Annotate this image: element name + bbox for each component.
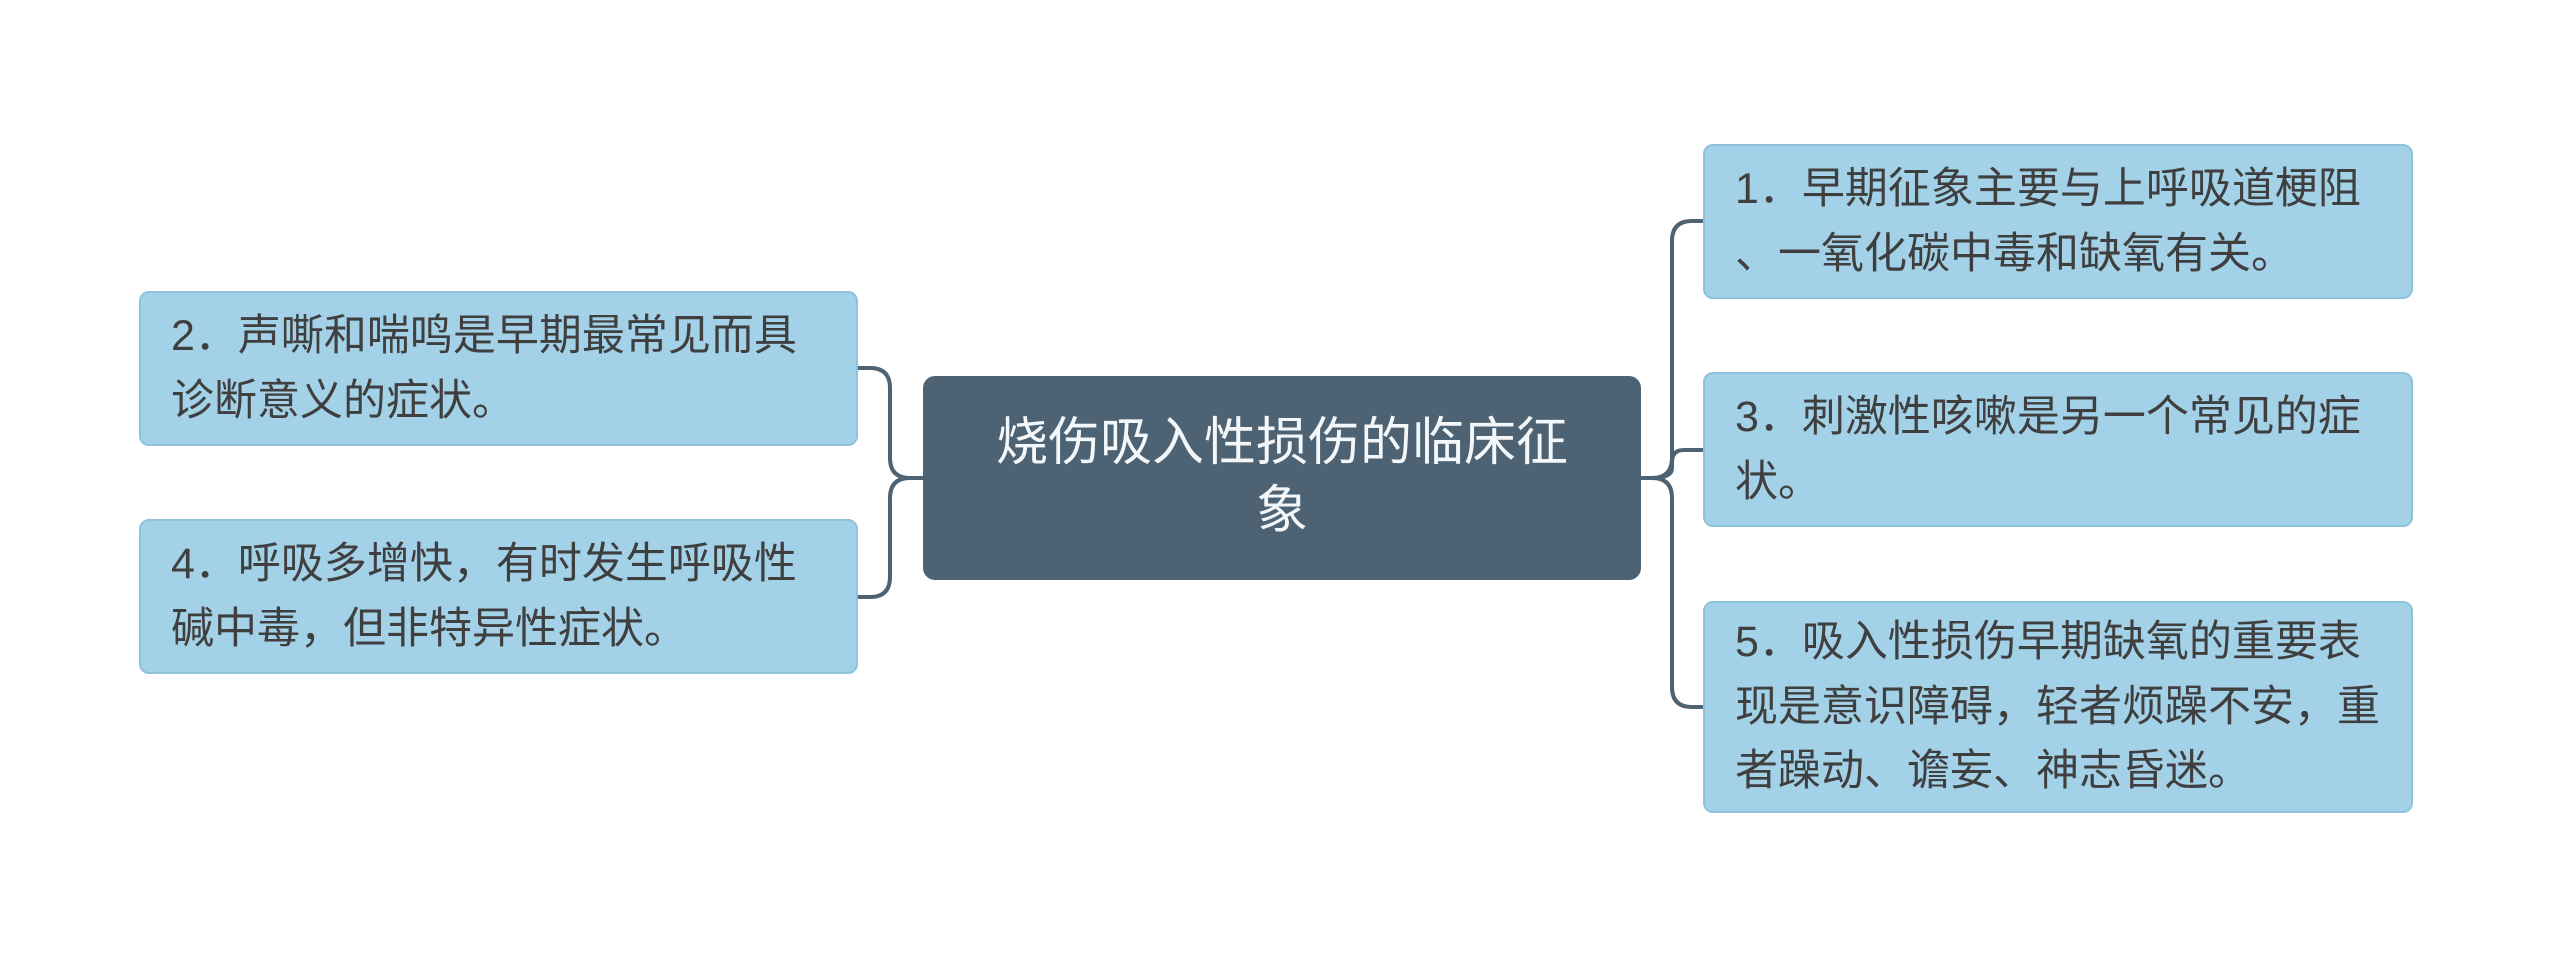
connector-center-to-node-1 xyxy=(1639,219,1705,480)
branch-node-5: 5．吸入性损伤早期缺氧的重要表现是意识障碍，轻者烦躁不安，重者躁动、谵妄、神志昏… xyxy=(1703,601,2413,813)
connector-center-to-node-4 xyxy=(856,476,925,599)
connector-center-to-node-5 xyxy=(1639,476,1705,709)
central-topic: 烧伤吸入性损伤的临床征象 xyxy=(923,376,1641,580)
connector-center-to-node-3 xyxy=(1639,448,1705,480)
branch-node-2: 2．声嘶和喘鸣是早期最常见而具诊断意义的症状。 xyxy=(139,291,858,446)
connector-center-to-node-2 xyxy=(856,366,925,480)
branch-node-1: 1．早期征象主要与上呼吸道梗阻、一氧化碳中毒和缺氧有关。 xyxy=(1703,144,2413,299)
branch-node-3: 3．刺激性咳嗽是另一个常见的症状。 xyxy=(1703,372,2413,527)
branch-node-4: 4．呼吸多增快，有时发生呼吸性碱中毒，但非特异性症状。 xyxy=(139,519,858,674)
